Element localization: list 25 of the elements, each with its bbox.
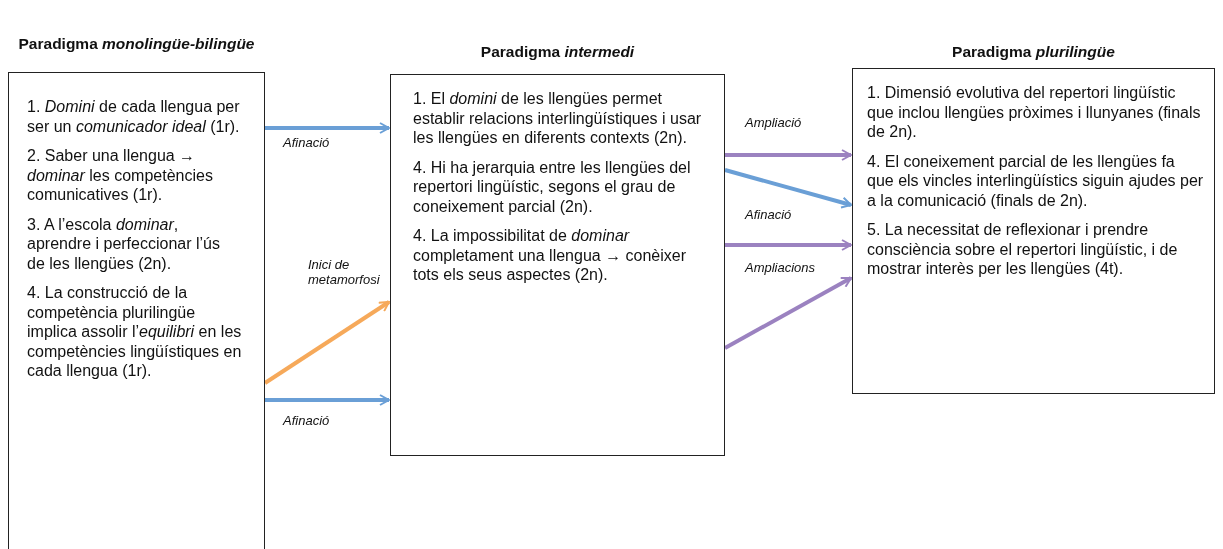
paragraph: 4. Hi ha jerarquia entre les llengües del repertori lingüístic, segons el grau de coneixement parcial (2n). [413, 157, 692, 216]
column-heading: Paradigma intermedi [479, 42, 636, 61]
column-heading: Paradigma monolingüe-bilingüe [17, 34, 256, 53]
arrow [725, 149, 852, 161]
arrow [724, 168, 852, 209]
paragraph: 1. El domini de les llengües permet establir relacions interlingüístiques i usar les llengües en diferents contexts (2n). [413, 89, 702, 148]
paragraph: 3. A l’escola dominar, aprendre i perfeccionar l’ús de les llengües (2n). [27, 214, 221, 273]
paragraph: 4. La construcció de la competència plurilingüe implica assolir l’equilibri en les competències lingüístiques en cada llengua (1r). [27, 283, 242, 381]
arrow [724, 276, 852, 350]
paragraph: 4. El coneixement parcial de les llengües fa que els vincles interlingüístics siguin ajudes per a la comunicació (finals de 2n). [867, 151, 1204, 210]
paragraph: 2. Saber una llengua → dominar les competències comunicatives (1r). [27, 146, 214, 205]
column-heading: Paradigma plurilingüe [951, 42, 1116, 61]
arrow [265, 122, 390, 134]
paragraph: 1. Domini de cada llengua per ser un comunicador ideal (1r). [27, 97, 241, 136]
edge-label: Afinació [745, 207, 792, 222]
paragraph: 4. La impossibilitat de dominar completament una llengua → conèixer tots els seus aspectes (2n). [413, 226, 688, 285]
edge-label: Afinació [283, 135, 330, 150]
arrow [263, 300, 391, 385]
paragraph: 1. Dimensió evolutiva del repertori lingüístic que inclou llengües pròximes i llunyanes (finals de 2n). [867, 83, 1202, 142]
edge-label: Ampliacions [745, 260, 816, 275]
edge-label: Ampliació [745, 115, 802, 130]
edge-label: Afinació [283, 413, 330, 428]
arrow [725, 239, 852, 251]
paragraph: 5. La necessitat de reflexionar i prendre consciència sobre el repertori lingüístic, i de mostrar interès per les llengües (4t). [867, 220, 1179, 279]
arrow [265, 394, 390, 406]
